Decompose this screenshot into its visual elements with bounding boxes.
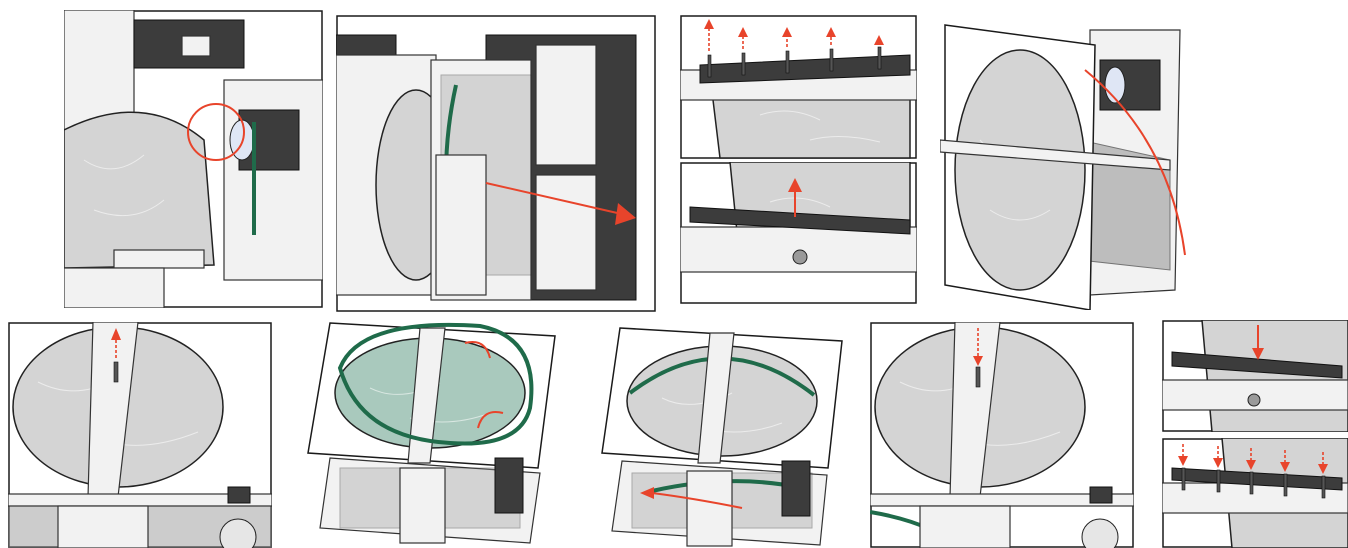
rotate-arrow xyxy=(1084,69,1186,256)
step-1-panel xyxy=(64,10,323,308)
bolts xyxy=(707,46,882,78)
step-8-illustration xyxy=(870,322,1134,548)
step-9b-illustration xyxy=(1162,438,1348,548)
step-9a-illustration xyxy=(1162,320,1348,432)
belt xyxy=(337,322,534,446)
center-beam xyxy=(697,332,735,464)
center-bolt xyxy=(113,361,119,383)
bracket xyxy=(699,54,911,84)
lift-arrows xyxy=(704,19,884,51)
step-3b-panel xyxy=(680,162,917,304)
motor-icon xyxy=(494,457,524,514)
motor-icon xyxy=(1081,518,1119,548)
wheel-segment xyxy=(64,111,215,269)
slide-arrow xyxy=(485,182,627,216)
belt-arrow-bottom xyxy=(477,411,504,429)
center-bolt xyxy=(975,366,981,388)
step-2-panel xyxy=(336,15,656,312)
step-4-panel xyxy=(940,20,1200,310)
motor-icon xyxy=(219,518,257,548)
bolt-head xyxy=(1247,393,1261,407)
step-9a-panel xyxy=(1162,320,1348,432)
step-2-illustration xyxy=(336,15,656,312)
bolt-head xyxy=(792,249,808,265)
step-8-panel xyxy=(870,322,1134,548)
step-3a-illustration xyxy=(680,15,917,159)
cross-beam xyxy=(940,139,1171,171)
step-9b-panel xyxy=(1162,438,1348,548)
highlight-circle xyxy=(187,103,245,161)
step-1-illustration xyxy=(64,10,323,308)
connector-icon xyxy=(227,486,251,504)
connector-icon xyxy=(181,35,211,57)
wheel-face xyxy=(954,49,1086,291)
step-6-panel xyxy=(300,318,560,548)
step-7-panel xyxy=(592,323,848,548)
step-4-illustration xyxy=(940,24,1186,310)
bracket xyxy=(689,206,911,235)
belt-arrow xyxy=(651,492,743,509)
connector-icon xyxy=(1089,486,1113,504)
bolts xyxy=(1181,467,1326,499)
step-3b-illustration xyxy=(680,162,917,304)
center-beam xyxy=(407,327,446,464)
belt-arrow-top xyxy=(464,341,491,359)
step-6-illustration xyxy=(307,322,556,544)
step-3a-panel xyxy=(680,15,917,159)
bracket xyxy=(1171,351,1343,379)
step-5-illustration xyxy=(8,322,272,548)
step-7-illustration xyxy=(601,327,843,547)
insert-arrows xyxy=(1178,444,1328,474)
motor-icon xyxy=(781,460,811,517)
step-5-panel xyxy=(8,322,272,548)
